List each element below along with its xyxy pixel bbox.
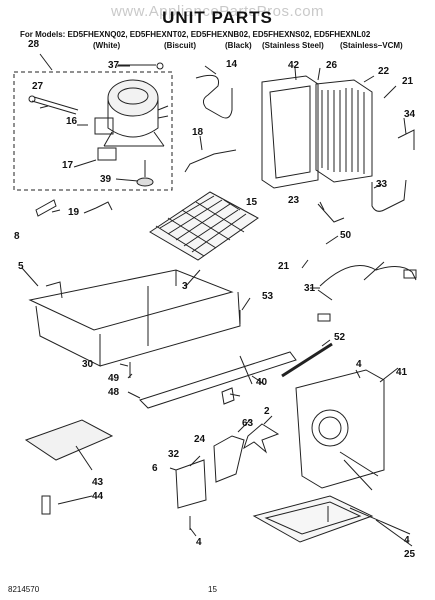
models-line: For Models: ED5FHEXNQ02, ED5FHEXNT02, ED… (20, 30, 371, 39)
variant-black: (Black) (225, 41, 252, 50)
watermark: www.AppliancePartsPros.com (110, 3, 325, 20)
callout-32: 32 (168, 449, 180, 460)
callout-25: 25 (404, 549, 416, 560)
overload-17 (97, 147, 117, 161)
bracket-23 (317, 203, 345, 223)
callout-21-top: 21 (402, 76, 414, 87)
callout-31: 31 (304, 283, 316, 294)
base-frame (28, 269, 241, 367)
callout-34: 34 (404, 109, 416, 120)
motor-bracket-32 (175, 459, 207, 509)
variant-stainless-steel: (Stainless Steel) (262, 41, 324, 50)
callout-27: 27 (32, 81, 44, 92)
callout-15: 15 (246, 197, 258, 208)
callout-48: 48 (108, 387, 120, 398)
callout-63: 63 (242, 418, 254, 429)
condenser-shroud-26 (261, 75, 319, 189)
callout-4-pan: 4 (404, 535, 410, 546)
callout-23: 23 (288, 195, 300, 206)
callout-33: 33 (376, 179, 388, 190)
tube-14 (195, 74, 233, 119)
screw-44 (41, 495, 51, 515)
callout-53: 53 (262, 291, 274, 302)
part-34 (397, 129, 415, 150)
fan-motor-24 (213, 435, 245, 483)
callout-22: 22 (378, 66, 390, 77)
page-number: 15 (208, 585, 217, 594)
callout-3: 3 (182, 281, 188, 292)
variant-white: (White) (93, 41, 121, 50)
tube-18 (184, 149, 237, 173)
compressor (103, 79, 169, 147)
condenser-22 (315, 79, 373, 183)
callout-2: 2 (264, 406, 270, 417)
callout-42: 42 (288, 60, 300, 71)
page-title: UNIT PARTS (162, 8, 273, 27)
wire-harness-31 (317, 261, 417, 301)
callout-49: 49 (108, 373, 120, 384)
clip-8 (35, 199, 57, 217)
fan-bracket-41 (295, 369, 385, 491)
callout-52: 52 (334, 332, 346, 343)
clip-19 (95, 201, 113, 211)
compressor-group-box (13, 71, 173, 191)
rod-52 (281, 342, 333, 378)
callout-26: 26 (326, 60, 338, 71)
callout-21-mid: 21 (278, 261, 290, 272)
callout-8: 8 (14, 231, 20, 242)
callout-44: 44 (92, 491, 104, 502)
callout-30: 30 (82, 359, 94, 370)
callout-43: 43 (92, 477, 104, 488)
callout-24: 24 (194, 434, 206, 445)
callout-50: 50 (340, 230, 352, 241)
callout-4-bottom: 4 (196, 537, 202, 548)
callout-37: 37 (108, 60, 120, 71)
callout-16: 16 (66, 116, 78, 127)
callout-4-right: 4 (356, 359, 362, 370)
fan-blade-2 (243, 423, 280, 454)
evaporator-coil-3 (149, 191, 259, 261)
part-63 (221, 387, 235, 405)
pad-43 (24, 419, 114, 461)
callout-41: 41 (396, 367, 408, 378)
callout-5: 5 (18, 261, 24, 272)
variant-stainless-vcm: (Stainless–VCM) (340, 41, 403, 50)
doc-number: 8214570 (8, 585, 40, 594)
callout-17: 17 (62, 160, 74, 171)
callout-28: 28 (28, 39, 40, 50)
drain-pan-25 (252, 495, 374, 543)
callout-39: 39 (100, 174, 112, 185)
capacitor-27 (31, 96, 79, 115)
tube-33 (371, 179, 407, 212)
callout-19: 19 (68, 207, 80, 218)
relay-16 (94, 117, 114, 135)
rail-40 (139, 351, 297, 409)
callout-40: 40 (256, 377, 268, 388)
callout-18: 18 (192, 127, 204, 138)
variant-biscuit: (Biscuit) (164, 41, 196, 50)
callout-6: 6 (152, 463, 158, 474)
callout-14: 14 (226, 59, 238, 70)
